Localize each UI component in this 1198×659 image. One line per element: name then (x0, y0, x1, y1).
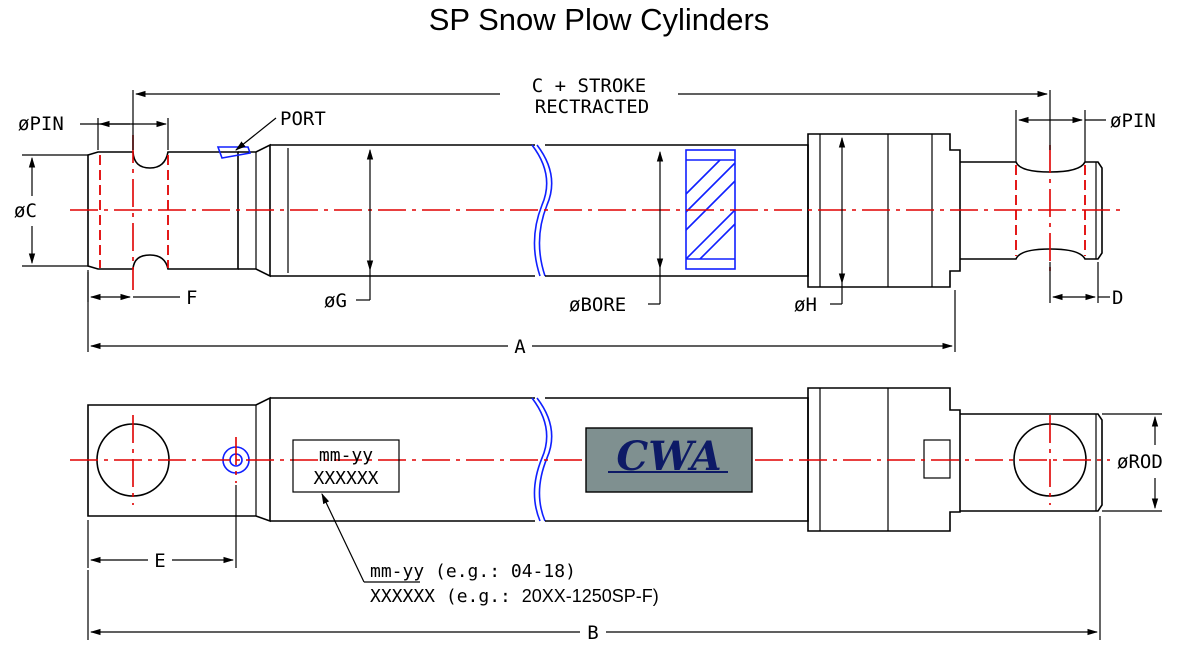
note-line1: mm-yy (e.g.: 04-18) (370, 561, 576, 582)
c-stroke-label: C + STROKE (532, 75, 646, 97)
bottom-dimensions (87, 413, 1162, 640)
d-label: D (1112, 287, 1123, 309)
stamp-line1: mm-yy (319, 445, 373, 466)
top-view (70, 133, 1125, 290)
rod-label: øROD (1117, 451, 1163, 473)
note-line2-prefix: XXXXXX (e.g.: (370, 586, 522, 607)
pin-right-label: øPIN (1110, 110, 1156, 132)
f-label: F (186, 287, 197, 309)
a-label: A (514, 336, 526, 358)
logo-plate (585, 427, 753, 493)
stamp-line2: XXXXXX (313, 468, 378, 489)
pin-left-label: øPIN (18, 113, 64, 135)
cwa-logo: CWA (616, 433, 721, 480)
note-line2: XXXXXX (e.g.: 20XX-1250SP-F) (370, 586, 659, 607)
bore-label: øBORE (569, 294, 626, 316)
port-label: PORT (280, 108, 326, 130)
c-label: øC (14, 200, 37, 222)
note-line2-example: 20XX-1250SP-F) (522, 586, 659, 606)
g-label: øG (324, 290, 347, 312)
e-label: E (154, 550, 165, 572)
b-label: B (587, 622, 598, 644)
h-label: øH (794, 294, 817, 316)
page-title: SP Snow Plow Cylinders (428, 2, 770, 37)
stamp-box (292, 439, 400, 493)
top-dimensions (22, 90, 1110, 352)
bottom-view (70, 387, 1110, 532)
retracted-label: RECTRACTED (535, 96, 649, 118)
